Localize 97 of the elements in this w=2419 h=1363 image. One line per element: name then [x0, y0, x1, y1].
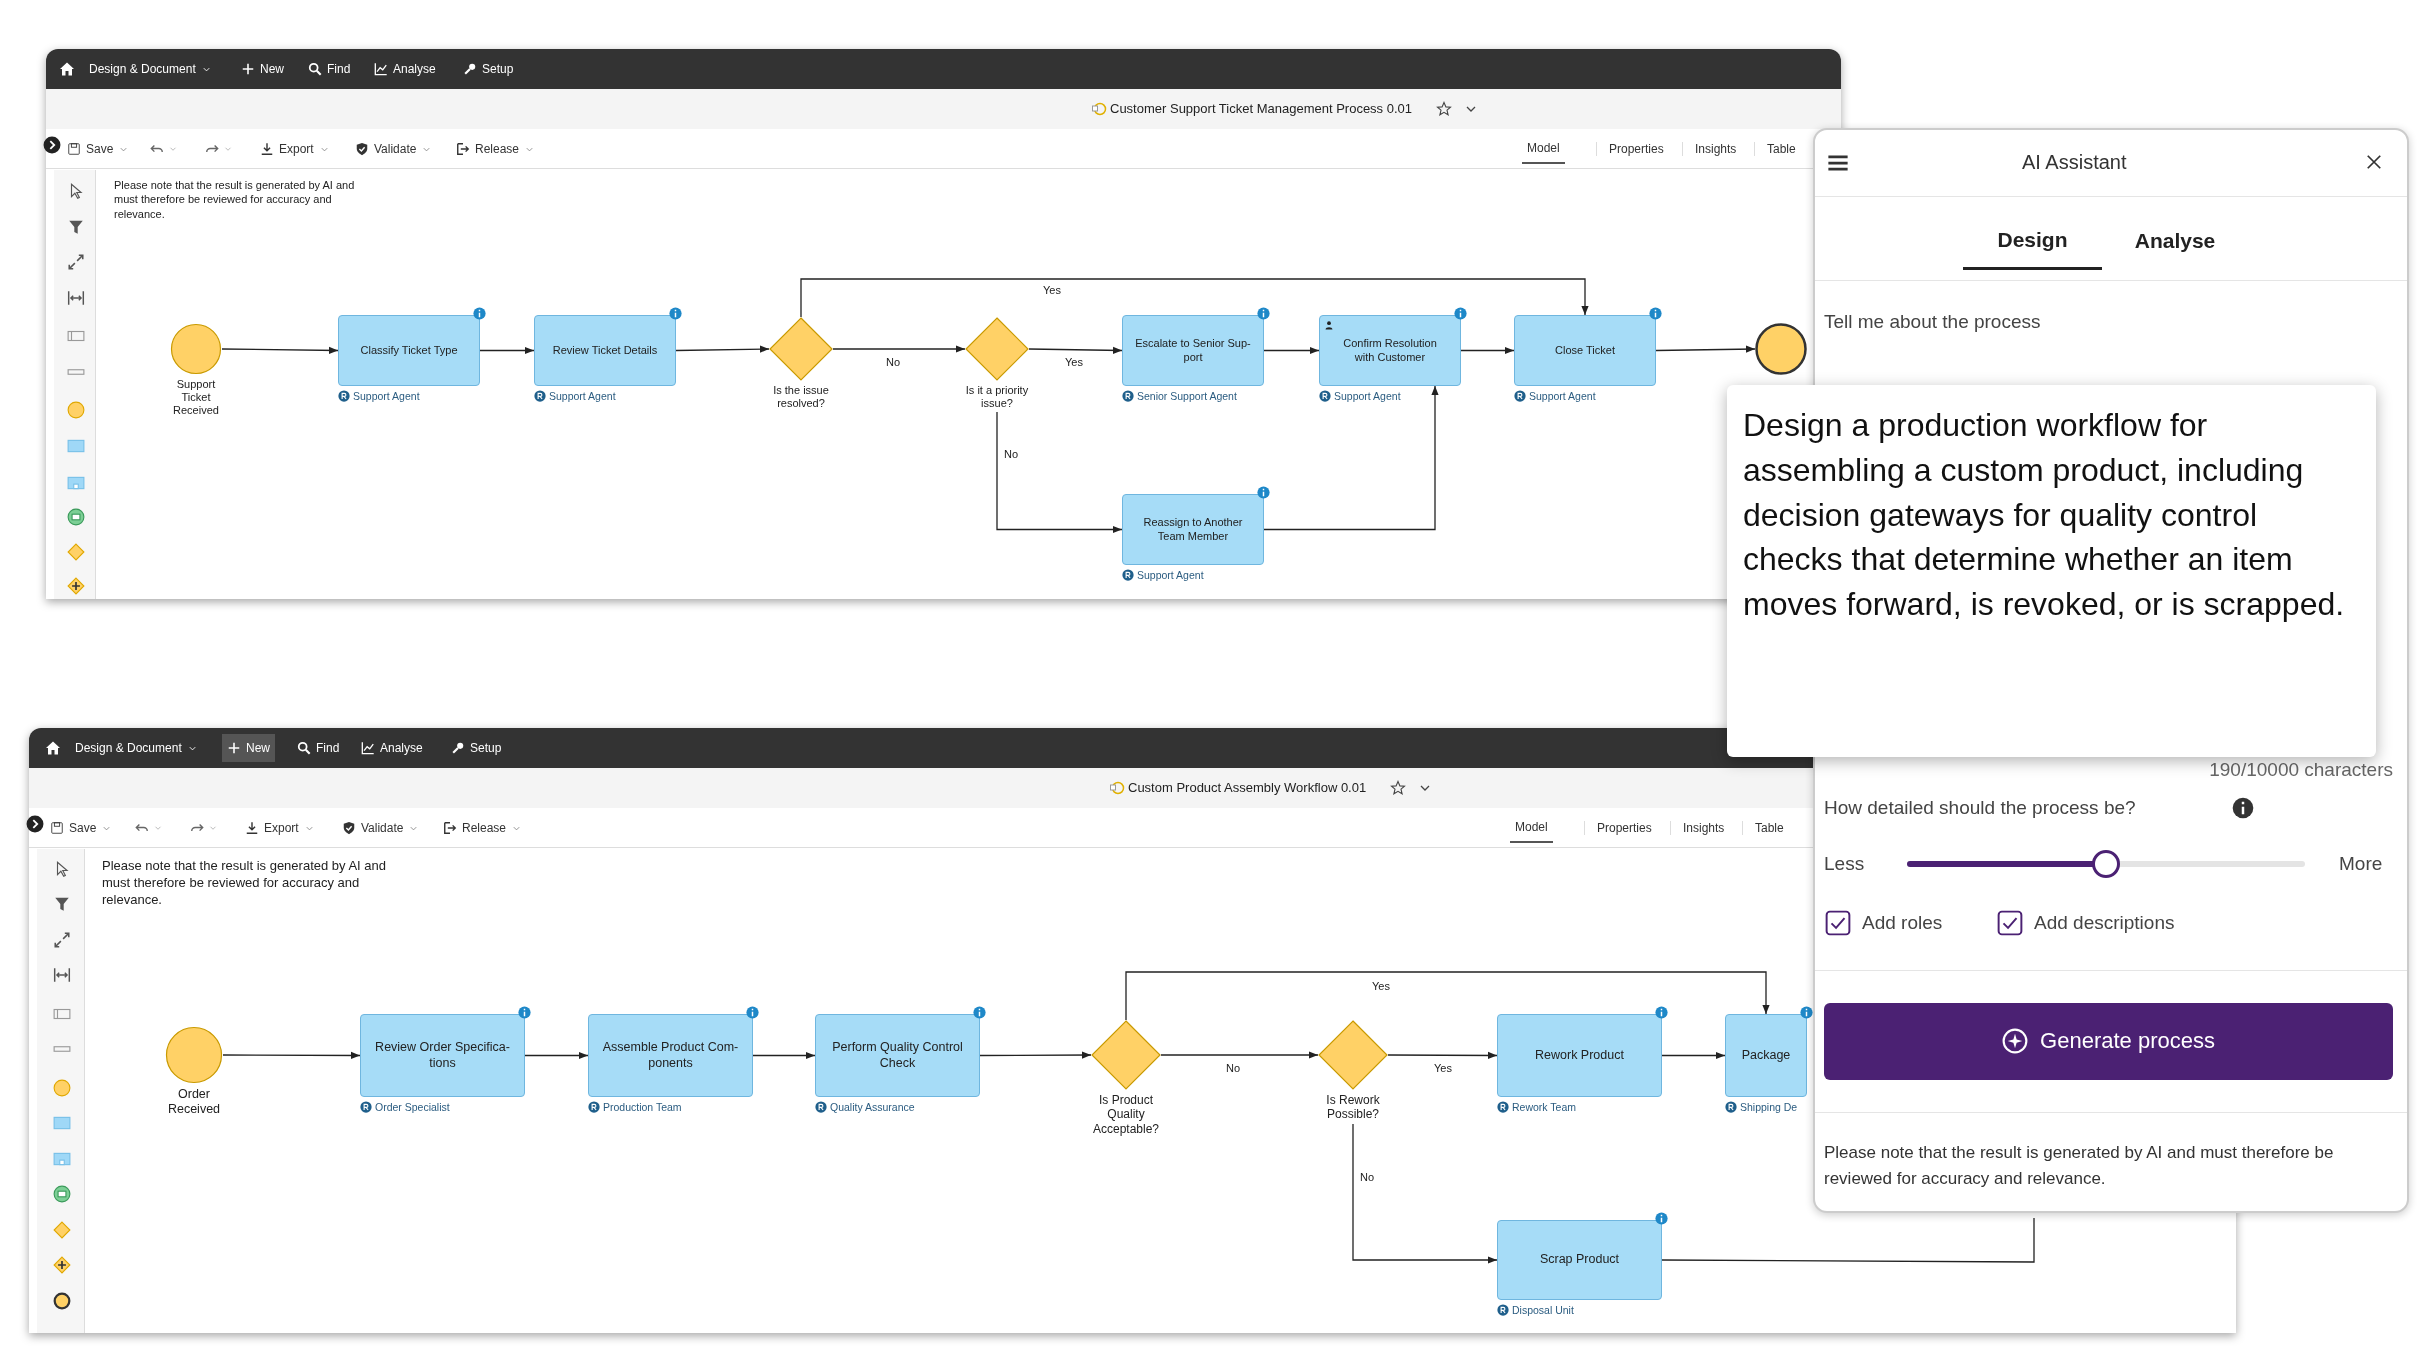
checkbox-label: Add roles [1862, 911, 1943, 935]
edge-label: No [883, 356, 903, 368]
edge-label: Yes [1063, 356, 1085, 368]
task-box: Scrap Product [1497, 1220, 1662, 1300]
tab: Analyse [2110, 212, 2240, 270]
export-button: Export [240, 815, 320, 841]
task-box: Package [1725, 1014, 1807, 1097]
tab: Properties [1592, 813, 1657, 843]
edge-label: No [1001, 448, 1021, 460]
panel-title: AI Assistant [2022, 150, 2127, 174]
arrow [1028, 346, 1123, 354]
role-label: Production Team [603, 1101, 682, 1113]
tab: Properties [1604, 134, 1669, 164]
arrow [675, 345, 770, 353]
character-count: 190/10000 characters [2208, 758, 2393, 782]
tab: Table [1762, 134, 1801, 164]
task-box: Escalate to Senior Sup- port [1122, 315, 1264, 386]
slider-max-label: More [2339, 852, 2383, 876]
arrow [1387, 1051, 1498, 1060]
note-text: Please note that the result is generated by AI and must therefore be reviewed for accuracy and relevance. [102, 858, 388, 909]
menu-button: Design & Document [70, 734, 203, 762]
role-label: Senior Support Agent [1137, 390, 1237, 402]
question-text: How detailed should the process be? [1824, 796, 2136, 820]
task-box: Review Order Specifica- tions [360, 1014, 525, 1097]
arrow [752, 1051, 816, 1060]
tab: Table [1750, 813, 1789, 843]
document-title: Custom Product Assembly Workflow 0.01 [1128, 780, 1367, 796]
arrow [1352, 1123, 1498, 1264]
role-label: Support Agent [353, 390, 420, 402]
menu-button: Analyse [369, 55, 441, 83]
checkbox-label: Add descriptions [2034, 911, 2175, 935]
arrow [832, 345, 966, 353]
menu-button: Setup [446, 734, 507, 762]
validate-button: Validate [337, 815, 425, 841]
menu-button: Setup [458, 55, 519, 83]
tab: Insights [1690, 134, 1742, 164]
menu-button: New [236, 55, 289, 83]
connector [1661, 1217, 2035, 1263]
task-box: Classify Ticket Type [338, 315, 480, 386]
arrow [996, 411, 1123, 534]
role-label: Quality Assurance [830, 1101, 915, 1113]
edge-label: Yes [1432, 1062, 1454, 1074]
arrow [1460, 346, 1515, 355]
arrow [800, 278, 1589, 318]
edge-label: Yes [1041, 284, 1063, 296]
arrow [979, 1051, 1092, 1059]
arrow [1160, 1051, 1319, 1059]
generate-button: Generate process [1824, 1002, 2393, 1080]
validate-button: Validate [350, 136, 438, 162]
tab: Design [1963, 212, 2102, 270]
task-box: Review Ticket Details [534, 315, 676, 386]
arrow [1661, 1051, 1726, 1060]
arrow [1263, 385, 1439, 531]
task-box: Perform Quality Control Check [815, 1014, 980, 1097]
menu-button: New [222, 734, 275, 762]
release-button: Release [451, 136, 541, 162]
end-event [1755, 323, 1807, 375]
role-label: Rework Team [1512, 1101, 1576, 1113]
role-label: Support Agent [1334, 390, 1401, 402]
export-button: Export [255, 136, 335, 162]
task-box: Reassign to Another Team Member [1122, 494, 1264, 565]
menu-button: Design & Document [84, 55, 217, 83]
edge-label: Yes [1370, 980, 1392, 992]
save-button: Save [62, 136, 135, 162]
task-box: Rework Product [1497, 1014, 1662, 1097]
slider-min-label: Less [1824, 852, 1865, 876]
arrow [1263, 346, 1320, 355]
save-button: Save [45, 815, 118, 841]
role-label: Disposal Unit [1512, 1304, 1574, 1316]
arrow [1125, 971, 1770, 1021]
task-box: Confirm Resolution with Customer [1319, 315, 1461, 386]
note-text: Please note that the result is generated by AI and must therefore be reviewed for accuracy and relevance. [114, 178, 356, 221]
arrow [1655, 345, 1756, 353]
tab: Model [1510, 813, 1553, 843]
role-label: Order Specialist [375, 1101, 450, 1113]
task-box: Close Ticket [1514, 315, 1656, 386]
arrow [222, 1051, 361, 1060]
role-label: Support Agent [1137, 569, 1204, 581]
arrow [479, 346, 535, 355]
role-label: Support Agent [549, 390, 616, 402]
role-label: Shipping De [1740, 1101, 1798, 1113]
edge-label: No [1357, 1171, 1377, 1183]
prompt-callout: Design a production workflow for assembling a custom product, including decision gateways for quality control checks that determine whether an item moves forward, is revoked, or is scrapped. [1727, 385, 2376, 757]
field-label: Tell me about the process [1824, 310, 2041, 334]
task-box: Assemble Product Com- ponents [588, 1014, 753, 1097]
tab: Model [1522, 134, 1565, 164]
menu-button: Find [303, 55, 356, 83]
arrow [524, 1051, 589, 1060]
tab: Insights [1678, 813, 1730, 843]
menu-button: Analyse [356, 734, 428, 762]
note-text: Please note that the result is generated by AI and must therefore be reviewed for accuracy and relevance. [1824, 1142, 2335, 1190]
release-button: Release [438, 815, 528, 841]
document-title: Customer Support Ticket Management Process 0.01 [1110, 101, 1413, 117]
arrow [221, 346, 339, 354]
menu-button: Find [292, 734, 345, 762]
edge-label: No [1223, 1062, 1243, 1074]
role-label: Support Agent [1529, 390, 1596, 402]
